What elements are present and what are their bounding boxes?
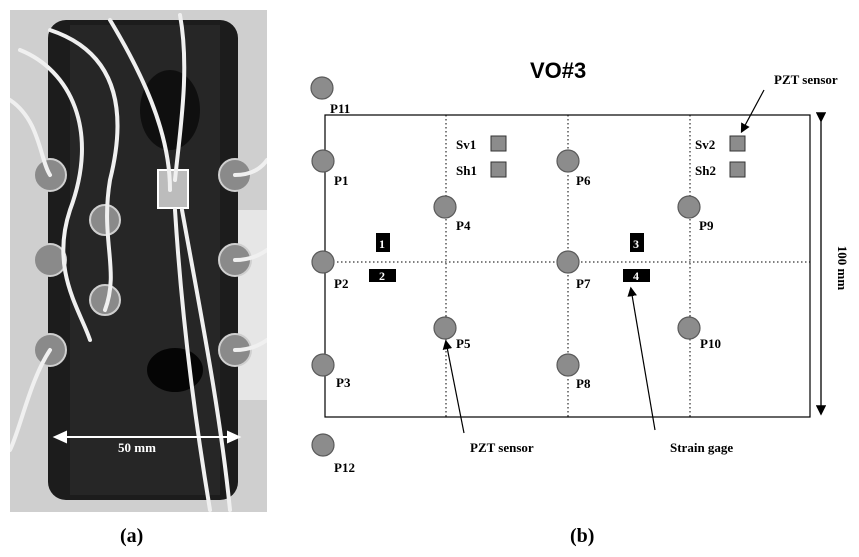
strain-gage-label-1: 1	[379, 237, 385, 251]
pzt-sensor-p10	[677, 316, 701, 340]
specimen-photo	[10, 10, 267, 512]
annotation-strain-gage: Strain gage	[670, 440, 733, 455]
pzt-label-p6: P6	[576, 173, 591, 188]
pzt-label-p5: P5	[456, 336, 471, 351]
scale-label: 50 mm	[118, 440, 156, 455]
pzt-label-p2: P2	[334, 276, 348, 291]
pzt-label-p3: P3	[336, 375, 351, 390]
strain-gage-label-2: 2	[379, 269, 385, 283]
pzt-label-p11: P11	[330, 101, 350, 116]
pzt-sensor-p3	[311, 353, 335, 377]
pzt-label-p1: P1	[334, 173, 348, 188]
pzt-label-p7: P7	[576, 276, 591, 291]
dimension-label: 100 mm	[835, 246, 850, 291]
square-sensor-label-sv2: Sv2	[695, 137, 715, 152]
caption-a: (a)	[120, 525, 144, 547]
annotation-pzt-sensor-bottom: PZT sensor	[470, 440, 534, 455]
pzt-sensors: P11 P1 P2 P3 P12 P4 P5 P6 P7 P8 P9 P10	[310, 76, 721, 475]
strain-gage-label-4: 4	[633, 269, 639, 283]
pzt-label-p10: P10	[700, 336, 721, 351]
diagram-title: VO#3	[530, 58, 587, 83]
square-sensor-sv1	[490, 135, 507, 152]
pzt-sensor-p4	[433, 195, 457, 219]
square-sensor-label-sh2: Sh2	[695, 163, 716, 178]
strain-gage-4	[623, 269, 650, 282]
square-sensor-sh1	[490, 161, 507, 178]
annotation-pzt-sensor-top: PZT sensor	[774, 72, 838, 87]
pzt-label-p4: P4	[456, 218, 471, 233]
pzt-sensor-p5	[433, 316, 457, 340]
square-sensor-sv2	[729, 135, 746, 152]
pzt-sensor-p9	[677, 195, 701, 219]
pzt-label-p8: P8	[576, 376, 591, 391]
pzt-sensor-p8	[556, 353, 580, 377]
square-sensor-label-sh1: Sh1	[456, 163, 477, 178]
square-sensors: Sv1 Sh1 Sv2 Sh2	[456, 135, 746, 178]
pzt-sensor-p2	[311, 250, 335, 274]
sensor-layout-diagram: 100 mm P11 P1 P2 P3 P12 P4 P5 P6 P7 P8 P…	[310, 72, 850, 475]
square-sensor-sh2	[729, 161, 746, 178]
strain-gage-2	[369, 269, 396, 282]
strain-gage-3	[630, 233, 644, 252]
pzt-label-p12: P12	[334, 460, 355, 475]
pzt-sensor-p6	[556, 149, 580, 173]
annotation-arrows	[442, 89, 765, 434]
square-sensor-label-sv1: Sv1	[456, 137, 476, 152]
pzt-sensor-p12	[311, 433, 335, 457]
pzt-sensor-p11	[310, 76, 334, 100]
strain-gage-label-3: 3	[633, 237, 639, 251]
pzt-sensor-p7	[556, 250, 580, 274]
strain-gages: 1 2 3 4	[369, 233, 650, 283]
pzt-sensor-p1	[311, 149, 335, 173]
strain-gage-1	[376, 233, 390, 252]
caption-b: (b)	[570, 525, 595, 547]
grid-lines	[325, 115, 810, 417]
pzt-label-p9: P9	[699, 218, 714, 233]
